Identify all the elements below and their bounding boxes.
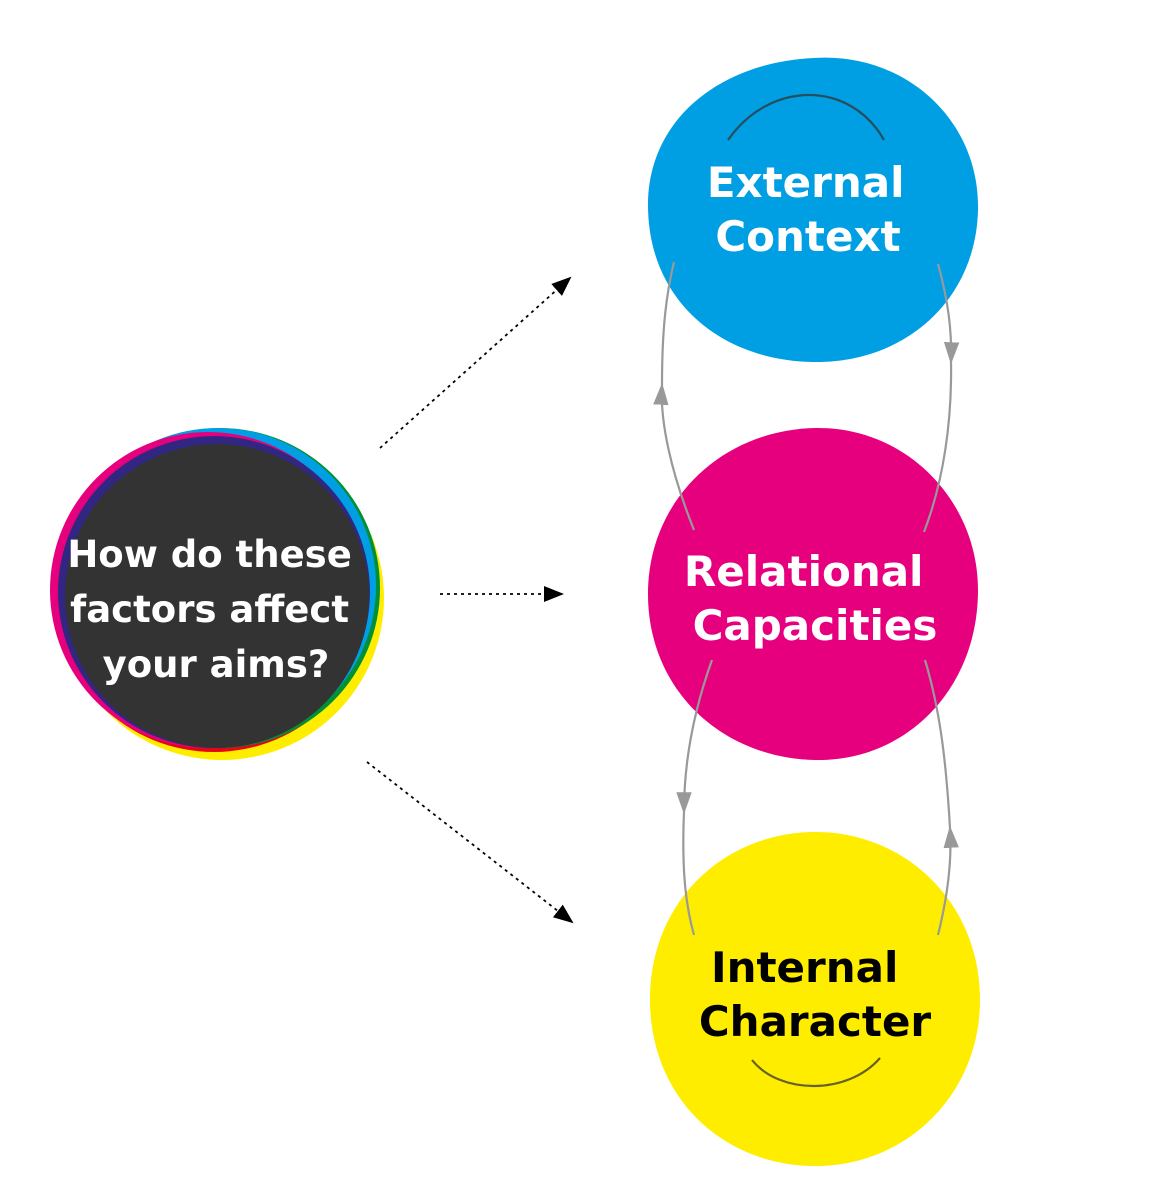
center-circle (65, 444, 369, 748)
connector-internal-to-relational-right (936, 825, 959, 936)
external-context-label: External Context (707, 158, 919, 261)
connector-relational-to-external-left (653, 382, 696, 531)
internal-line-2: Character (699, 997, 932, 1046)
arrow-to-internal (366, 761, 574, 924)
external-line-1: External (707, 158, 905, 207)
internal-character-node: Internal Character (649, 831, 980, 1167)
center-line-2: factors affect (70, 588, 349, 631)
internal-character-blob (649, 831, 980, 1167)
center-question-text: How do these factors affect your aims? (67, 533, 364, 686)
relational-capacities-label: Relational Capacities (684, 547, 938, 650)
dotted-arrows (366, 276, 574, 924)
connector-external-to-relational-right (936, 263, 960, 365)
connector-right-upper-tail (922, 361, 953, 533)
connector-relational-to-internal-left (676, 659, 714, 815)
internal-character-label: Internal Character (699, 943, 932, 1046)
connector-left-upper-tail (660, 261, 676, 386)
center-question-node: How do these factors affect your aims? (50, 428, 384, 760)
external-context-node: External Context (648, 57, 979, 363)
external-top-arc (727, 94, 885, 141)
relational-capacities-blob (648, 427, 978, 761)
gray-connectors (653, 261, 960, 936)
relational-capacities-node: Relational Capacities (648, 427, 978, 761)
internal-line-1: Internal (711, 943, 898, 992)
connector-left-lower-tail (682, 811, 696, 936)
relational-line-2: Capacities (693, 601, 938, 650)
connector-right-lower-tail (923, 659, 952, 829)
internal-bottom-arc (751, 1057, 881, 1087)
relational-line-1: Relational (684, 547, 924, 596)
external-line-2: Context (715, 212, 900, 261)
center-line-1: How do these (67, 533, 351, 576)
center-line-3: your aims? (103, 643, 330, 686)
external-context-blob (648, 57, 979, 363)
arrow-to-external (379, 276, 572, 449)
